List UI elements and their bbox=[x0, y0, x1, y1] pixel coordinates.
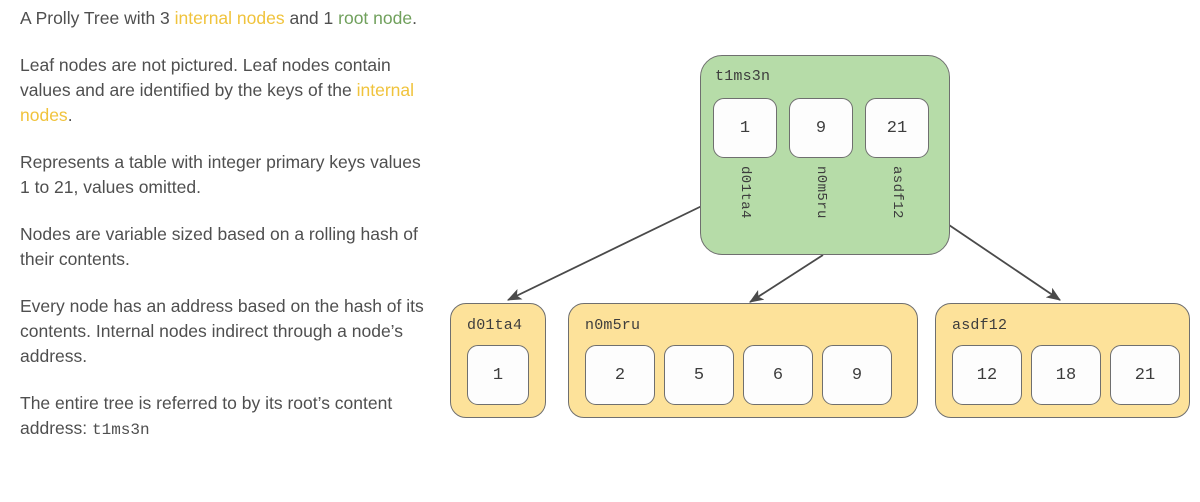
root-child-pointer-n0m5ru: n0m5ru bbox=[813, 166, 829, 219]
internal-node-d01ta4[interactable]: d01ta4 1 bbox=[450, 303, 546, 418]
internal-node-key-row: 12 18 21 bbox=[952, 345, 1180, 405]
paragraph-2: Leaf nodes are not pictured. Leaf nodes … bbox=[20, 53, 430, 128]
root-key-box[interactable]: 21 bbox=[865, 98, 929, 158]
internal-key-box[interactable]: 2 bbox=[585, 345, 655, 405]
internal-key-box[interactable]: 5 bbox=[664, 345, 734, 405]
internal-node-address: d01ta4 bbox=[467, 317, 523, 334]
internal-key-box[interactable]: 6 bbox=[743, 345, 813, 405]
internal-node-n0m5ru[interactable]: n0m5ru 2 5 6 9 bbox=[568, 303, 918, 418]
root-child-pointer-d01ta4: d01ta4 bbox=[737, 166, 753, 219]
text-segment-plain: . bbox=[67, 105, 73, 125]
text-segment-plain: Every node has an address based on the h… bbox=[20, 296, 424, 366]
internal-key-box[interactable]: 12 bbox=[952, 345, 1022, 405]
root-node-key-row: 1 9 21 bbox=[713, 98, 929, 158]
text-segment-internal: internal nodes bbox=[20, 80, 415, 125]
internal-key-box[interactable]: 21 bbox=[1110, 345, 1180, 405]
paragraph-1: A Prolly Tree with 3 internal nodes and … bbox=[20, 6, 430, 31]
root-child-pointer-asdf12: asdf12 bbox=[889, 166, 905, 219]
text-segment-root: root node bbox=[338, 8, 413, 28]
internal-node-asdf12[interactable]: asdf12 12 18 21 bbox=[935, 303, 1190, 418]
internal-node-key-row: 2 5 6 9 bbox=[585, 345, 892, 405]
internal-node-address: asdf12 bbox=[952, 317, 1008, 334]
prolly-tree-diagram: t1ms3n 1 9 21 d01ta4 n0m5ru asdf12 d01ta… bbox=[440, 0, 1200, 502]
root-key-box[interactable]: 1 bbox=[713, 98, 777, 158]
text-segment-plain: Nodes are variable sized based on a roll… bbox=[20, 224, 418, 269]
text-segment-plain: The entire tree is referred to by its ro… bbox=[20, 393, 393, 438]
edge-root-to-d01ta4 bbox=[507, 202, 709, 301]
internal-node-address: n0m5ru bbox=[585, 317, 641, 334]
paragraph-3: Represents a table with integer primary … bbox=[20, 150, 430, 200]
paragraph-6: The entire tree is referred to by its ro… bbox=[20, 391, 430, 443]
paragraph-4: Nodes are variable sized based on a roll… bbox=[20, 222, 430, 272]
text-segment-plain: and 1 bbox=[284, 8, 339, 28]
text-segment-mono: t1ms3n bbox=[91, 421, 150, 439]
root-key-box[interactable]: 9 bbox=[789, 98, 853, 158]
text-segment-plain: A Prolly Tree with 3 bbox=[20, 8, 175, 28]
internal-node-key-row: 1 bbox=[467, 345, 529, 405]
text-segment-internal: internal nodes bbox=[174, 8, 285, 28]
root-node-pointer-row: d01ta4 n0m5ru asdf12 bbox=[713, 166, 929, 219]
text-segment-plain: Leaf nodes are not pictured. Leaf nodes … bbox=[20, 55, 391, 100]
internal-key-box[interactable]: 1 bbox=[467, 345, 529, 405]
description-column: A Prolly Tree with 3 internal nodes and … bbox=[20, 6, 430, 443]
internal-key-box[interactable]: 18 bbox=[1031, 345, 1101, 405]
internal-key-box[interactable]: 9 bbox=[822, 345, 892, 405]
paragraph-5: Every node has an address based on the h… bbox=[20, 294, 430, 369]
text-segment-plain: Represents a table with integer primary … bbox=[20, 152, 421, 197]
root-node-t1ms3n[interactable]: t1ms3n 1 9 21 d01ta4 n0m5ru asdf12 bbox=[700, 55, 950, 255]
root-node-address: t1ms3n bbox=[715, 68, 771, 85]
text-segment-plain: . bbox=[412, 8, 417, 28]
edge-root-to-n0m5ru bbox=[749, 254, 824, 303]
